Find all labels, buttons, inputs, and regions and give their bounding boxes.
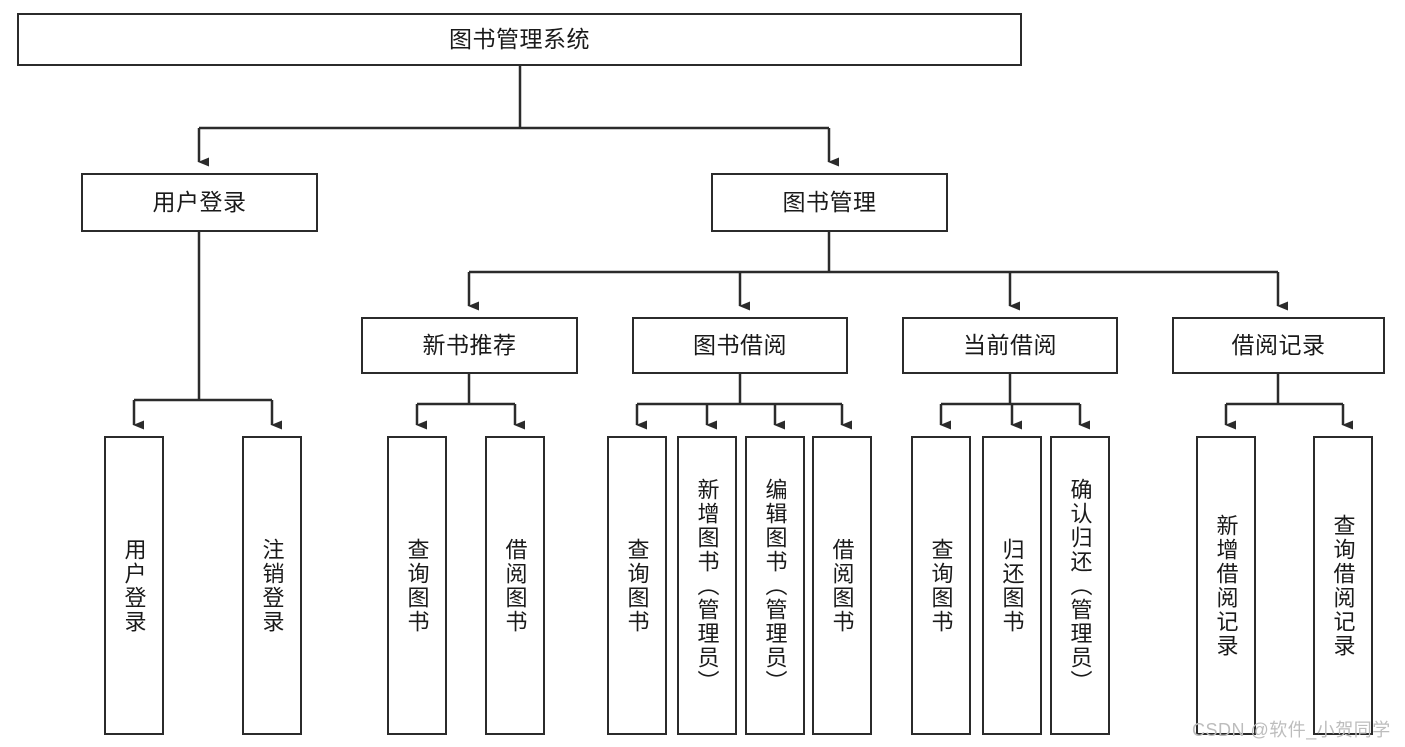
leaf-query-book-borrow[interactable]: 查询图书 [607, 436, 667, 735]
node-label: 图书借阅 [693, 331, 787, 358]
node-label: 借阅图书 [829, 537, 855, 634]
node-label: 编辑图书（管理员） [762, 477, 788, 694]
node-label: 图书管理 [782, 188, 877, 215]
leaf-add-borrow-record[interactable]: 新增借阅记录 [1196, 436, 1256, 735]
leaf-query-book-recommend[interactable]: 查询图书 [387, 436, 447, 735]
node-book-management[interactable]: 图书管理 [711, 173, 948, 232]
node-label: 借阅图书 [502, 537, 528, 634]
leaf-return-book[interactable]: 归还图书 [982, 436, 1042, 735]
node-label: 用户登录 [152, 188, 247, 215]
node-label: 当前借阅 [963, 331, 1057, 358]
node-label: 注销登录 [259, 537, 285, 634]
leaf-query-borrow-record[interactable]: 查询借阅记录 [1313, 436, 1373, 735]
csdn-watermark: CSDN @软件_小贺同学 [1192, 720, 1391, 740]
node-label: 确认归还（管理员） [1067, 477, 1093, 694]
leaf-borrow-book-recommend[interactable]: 借阅图书 [485, 436, 545, 735]
leaf-query-book-current[interactable]: 查询图书 [911, 436, 971, 735]
node-new-book-recommend[interactable]: 新书推荐 [361, 317, 578, 374]
node-current-borrow[interactable]: 当前借阅 [902, 317, 1118, 374]
node-root-system[interactable]: 图书管理系统 [17, 13, 1022, 66]
leaf-logout[interactable]: 注销登录 [242, 436, 302, 735]
leaf-borrow-book[interactable]: 借阅图书 [812, 436, 872, 735]
node-label: 查询图书 [624, 537, 650, 634]
node-label: 借阅记录 [1231, 331, 1326, 358]
node-label: 用户登录 [121, 537, 147, 634]
node-borrow-record[interactable]: 借阅记录 [1172, 317, 1385, 374]
node-book-borrow[interactable]: 图书借阅 [632, 317, 848, 374]
node-user-login[interactable]: 用户登录 [81, 173, 318, 232]
leaf-user-login[interactable]: 用户登录 [104, 436, 164, 735]
node-label: 新书推荐 [422, 331, 517, 358]
leaf-confirm-return-admin[interactable]: 确认归还（管理员） [1050, 436, 1110, 735]
node-label: 查询借阅记录 [1330, 513, 1356, 658]
node-label: 新增图书（管理员） [694, 477, 720, 694]
leaf-add-book-admin[interactable]: 新增图书（管理员） [677, 436, 737, 735]
node-label: 图书管理系统 [449, 25, 590, 52]
leaf-edit-book-admin[interactable]: 编辑图书（管理员） [745, 436, 805, 735]
node-label: 查询图书 [928, 537, 954, 634]
node-label: 查询图书 [404, 537, 430, 634]
node-label: 新增借阅记录 [1213, 513, 1239, 658]
node-label: 归还图书 [999, 537, 1025, 634]
